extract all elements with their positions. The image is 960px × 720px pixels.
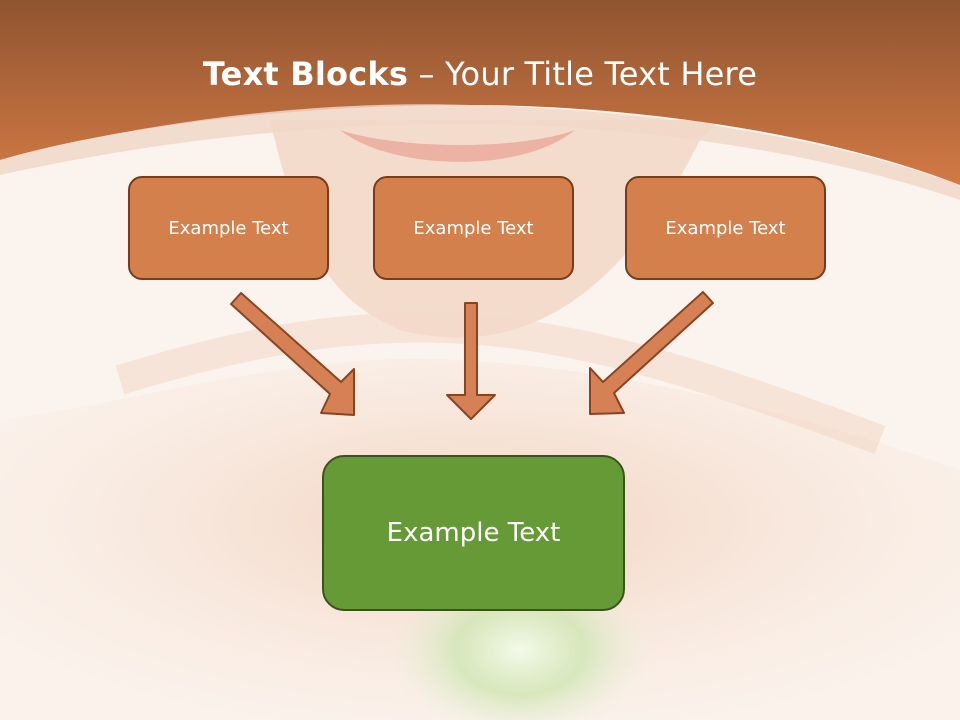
target-text-block: Example Text [322, 455, 625, 611]
text-block-2-label: Example Text [413, 217, 534, 239]
title-separator: – [408, 55, 446, 93]
text-block-3-label: Example Text [665, 217, 786, 239]
text-block-1-label: Example Text [168, 217, 289, 239]
text-block-3: Example Text [625, 176, 826, 280]
title-bold-text: Text Blocks [202, 55, 409, 93]
target-text-block-label: Example Text [386, 518, 561, 548]
slide-title: Text Blocks – Your Title Text Here [0, 52, 960, 96]
text-block-1: Example Text [128, 176, 329, 280]
title-rest-text: Your Title Text Here [445, 55, 758, 93]
text-block-2: Example Text [373, 176, 574, 280]
